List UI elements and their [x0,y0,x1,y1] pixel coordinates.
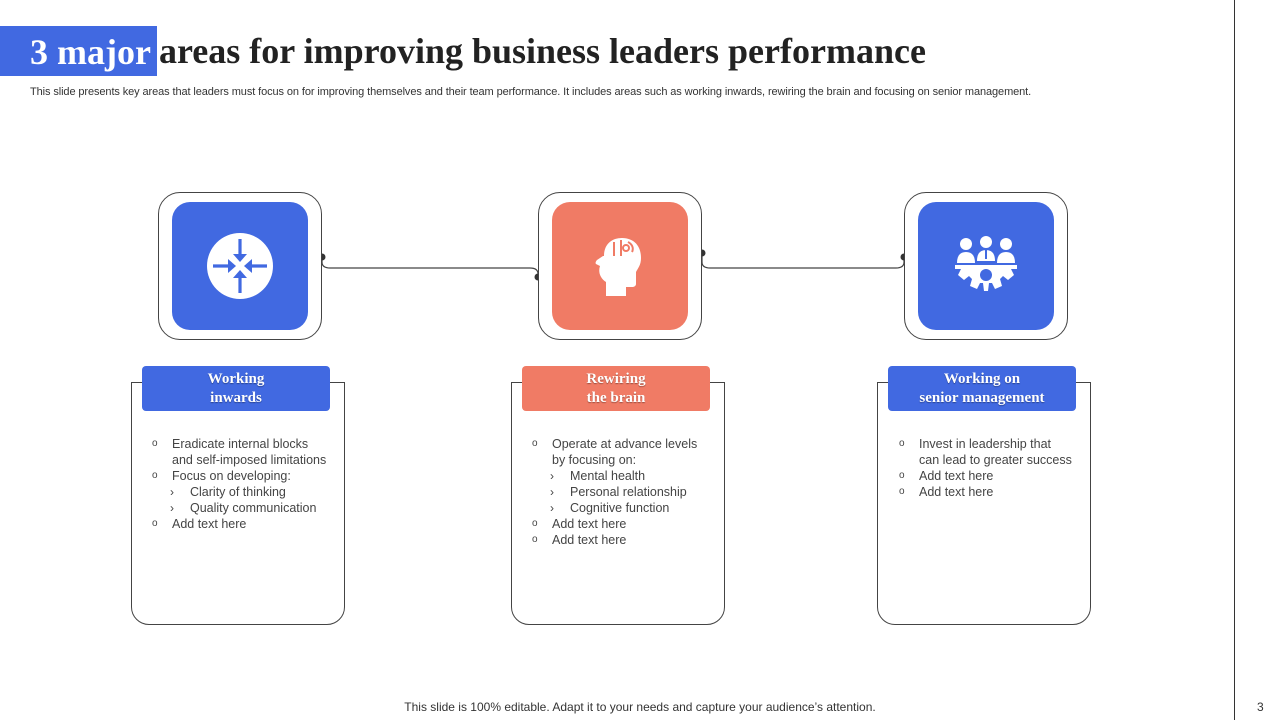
bullet-item: o Add text here [899,484,1089,500]
bullet-text: Mental health [570,469,646,483]
slide-subtitle: This slide presents key areas that leade… [30,86,1032,98]
card-senior-management [877,382,1091,625]
head-brain-icon [595,238,641,296]
heading-line: inwards [210,389,262,406]
bullet-marker: › [550,485,554,499]
bullet-marker: › [550,469,554,483]
sub-bullet-item: › Cognitive function [532,500,722,516]
sub-bullet-item: › Quality communication [152,500,342,516]
card-body-rewiring-brain: o Operate at advance levels by focusing o… [532,436,722,548]
bullet-marker: o [152,470,158,481]
title-highlight: 3 major [0,26,157,76]
bullet-text: by focusing on: [552,453,637,467]
bullet-item: o Operate at advance levels [532,436,722,452]
bullet-text: can lead to greater success [919,453,1072,467]
bullet-text: Add text here [552,517,627,531]
bullet-text: Operate at advance levels [552,437,698,451]
card-heading-working-inwards: Working inwards [142,366,330,411]
card-body-working-inwards: o Eradicate internal blocks and self-impo… [152,436,342,532]
bullet-item: o Eradicate internal blocks [152,436,342,452]
team-gear-icon [955,236,1017,291]
bullet-text: Eradicate internal blocks [172,437,309,451]
bullet-text: Add text here [552,533,627,547]
bullet-marker: o [152,518,158,529]
bullet-text: Add text here [919,485,994,499]
bullet-text: Focus on developing: [172,469,291,483]
sub-bullet-item: › Personal relationship [532,484,722,500]
bullet-item: o Add text here [532,532,722,548]
slide-footer: This slide is 100% editable. Adapt it to… [404,700,876,714]
heading-line: Working [207,370,265,387]
bullet-marker: o [899,438,905,449]
bullet-item: o Add text here [899,468,1089,484]
bullet-text: Personal relationship [570,485,687,499]
bullet-item: o Invest in leadership that [899,436,1089,452]
bullet-marker: o [899,486,905,497]
bullet-text: and self-imposed limitations [172,453,327,467]
page-number: 3 [1257,700,1264,714]
bullet-text: Cognitive function [570,501,670,515]
card-heading-rewiring-brain: Rewiring the brain [522,366,710,411]
icon-tile-blue [172,202,308,330]
bullet-marker: › [170,485,174,499]
card-working-inwards [131,382,345,625]
heading-line: Rewiring [586,370,646,387]
slide-edge-rule [1234,0,1235,720]
heading-line: senior management [919,389,1045,406]
heading-line: Working on [943,370,1021,387]
card-rewiring-brain [511,382,725,625]
bullet-text: Add text here [919,469,994,483]
icon-tile-blue [918,202,1054,330]
bullet-marker: o [532,534,538,545]
bullet-text: Quality communication [190,501,317,515]
icon-frame-senior-management [904,192,1068,340]
arrows-inward-icon [207,233,273,299]
bullet-marker: o [532,518,538,529]
bullet-item: o Focus on developing: [152,468,342,484]
card-heading-senior-management: Working on senior management [888,366,1076,411]
bullet-text: Clarity of thinking [190,485,286,499]
slide-title: 3 major areas for improving business lea… [0,26,926,76]
bullet-marker: › [550,501,554,515]
card-body-senior-management: o Invest in leadership that can lead to g… [899,436,1089,500]
icon-frame-rewiring-brain [538,192,702,340]
bullet-text: Add text here [172,517,247,531]
bullet-item: o Add text here [152,516,342,532]
sub-bullet-item: › Clarity of thinking [152,484,342,500]
heading-line: the brain [586,389,646,406]
bullet-text: Invest in leadership that [919,437,1052,451]
bullet-item: o Add text here [532,516,722,532]
bullet-marker: o [532,438,538,449]
bullet-marker: o [152,438,158,449]
title-rest: areas for improving business leaders per… [158,31,926,71]
icon-tile-coral [552,202,688,330]
bullet-marker: o [899,470,905,481]
icon-frame-working-inwards [158,192,322,340]
sub-bullet-item: › Mental health [532,468,722,484]
bullet-marker: › [170,501,174,515]
